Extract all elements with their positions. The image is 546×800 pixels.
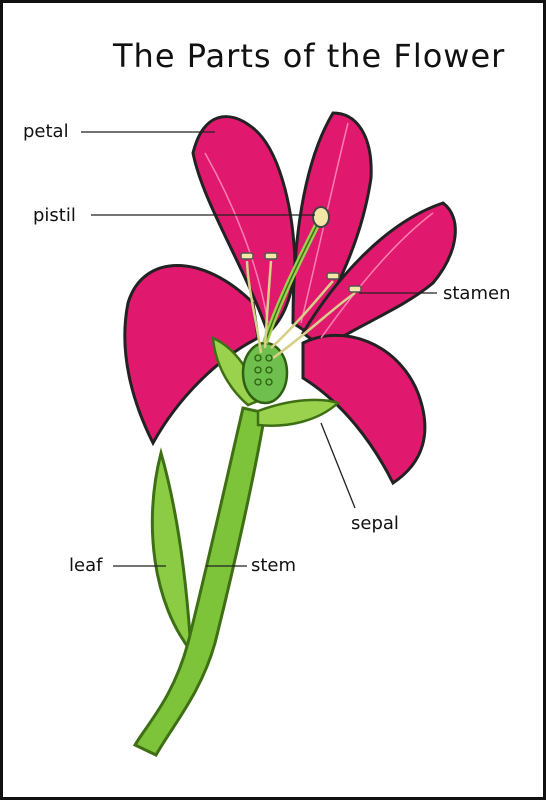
label-leaf: leaf bbox=[69, 555, 102, 576]
label-sepal: sepal bbox=[351, 513, 399, 534]
stem-shape bbox=[135, 408, 265, 755]
flower-illustration bbox=[3, 3, 546, 800]
sepal-leader bbox=[321, 423, 355, 508]
pistil-stigma bbox=[313, 207, 329, 227]
label-stamen: stamen bbox=[443, 283, 510, 304]
sepal-right bbox=[258, 400, 338, 426]
label-pistil: pistil bbox=[33, 205, 76, 226]
label-petal: petal bbox=[23, 121, 69, 142]
leaf-shape bbox=[152, 453, 191, 651]
petal-left bbox=[125, 266, 258, 444]
label-stem: stem bbox=[251, 555, 296, 576]
